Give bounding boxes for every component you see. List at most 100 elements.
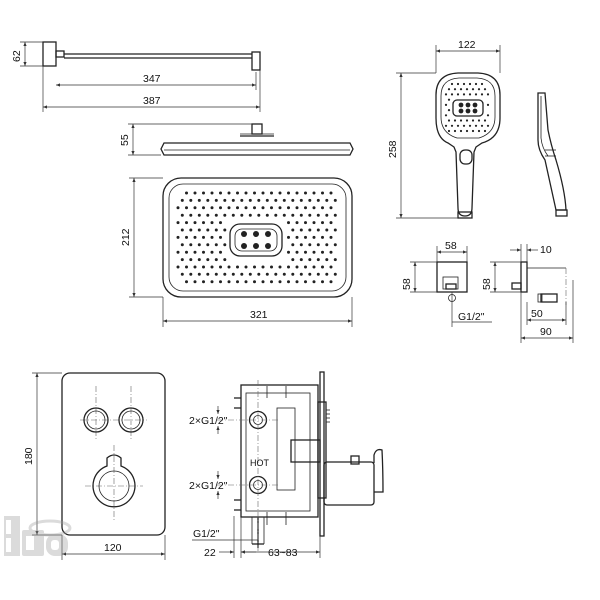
nozzle-dot — [274, 198, 278, 202]
nozzle-dot — [459, 119, 463, 122]
nozzle-dot — [474, 82, 478, 86]
head-center-panel — [229, 223, 283, 257]
nozzle-dot — [219, 206, 222, 210]
nozzle-dot — [193, 250, 197, 254]
nozzle-dot — [176, 265, 180, 269]
valve-body-side-view: 2×G1/2" HOT 2×G1/2" G1/2" 22 63~83 — [189, 371, 384, 559]
nozzle-dot — [471, 88, 475, 91]
nozzle-dot — [299, 258, 303, 262]
nozzle-dot — [325, 258, 329, 262]
nozzle-dot — [189, 258, 193, 262]
nozzle-dot — [223, 243, 227, 247]
nozzle-dot — [278, 280, 282, 284]
nozzle-dot — [325, 243, 329, 247]
nozzle-dot — [312, 250, 316, 254]
nozzle-dot — [333, 228, 337, 232]
nozzle-dot — [244, 191, 248, 195]
nozzle-dot — [210, 250, 214, 254]
nozzle-dot — [227, 265, 231, 269]
hand-nozzle-grid — [444, 82, 490, 133]
nozzle-dot — [180, 243, 184, 247]
nozzle-dot — [287, 235, 290, 239]
nozzle-dot — [223, 213, 227, 217]
nozzle-dot — [270, 265, 273, 269]
nozzle-dot — [180, 258, 184, 262]
nozzle-dot — [333, 272, 337, 276]
nozzle-dot — [465, 129, 469, 133]
nozzle-dot — [223, 198, 227, 202]
nozzle-dot — [321, 221, 324, 225]
nozzle-dot — [483, 119, 487, 122]
nozzle-dot — [444, 124, 448, 127]
nozzle-dot — [291, 198, 295, 202]
hand-shower-side-view — [537, 92, 568, 217]
nozzle-dot — [270, 206, 273, 210]
nozzle-dot — [244, 265, 248, 269]
nozzle-dot — [189, 213, 193, 217]
nozzle-dot — [308, 213, 312, 217]
nozzle-dot — [214, 243, 218, 247]
nozzle-dot — [312, 221, 316, 225]
nozzle-dot — [189, 243, 193, 247]
rain-head-side-view: 55 — [119, 123, 354, 156]
nozzle-dot — [202, 280, 205, 284]
brand-logo — [4, 516, 72, 556]
nozzle-dot — [333, 213, 337, 217]
nozzle-dot — [265, 213, 269, 217]
nozzle-dot — [471, 129, 475, 133]
nozzle-dot — [312, 206, 316, 210]
nozzle-dot — [261, 191, 265, 195]
nozzle-dot — [483, 88, 487, 91]
nozzle-dot — [291, 272, 295, 276]
nozzle-dot — [240, 272, 244, 276]
nozzle-dot — [447, 119, 451, 122]
nozzle-dot — [316, 228, 320, 232]
nozzle-dot — [316, 258, 320, 262]
dim-hand-width: 122 — [458, 39, 476, 51]
dim-head-width: 321 — [250, 309, 268, 321]
nozzle-dot — [444, 103, 448, 106]
nozzle-dot — [291, 258, 295, 262]
hand-center-nozzles — [458, 102, 478, 114]
nozzle-dot — [193, 206, 197, 210]
nozzle-dot — [236, 280, 239, 284]
nozzle-dot — [253, 191, 256, 195]
nozzle-dot — [444, 93, 448, 96]
nozzle-dot — [206, 213, 210, 217]
nozzle-dot — [185, 206, 188, 210]
nozzle-dot — [236, 265, 239, 269]
nozzle-dot — [450, 82, 454, 86]
nozzle-dot — [210, 280, 214, 284]
nozzle-dot — [329, 250, 333, 254]
nozzle-dot — [231, 272, 235, 276]
nozzle-dot — [210, 191, 214, 195]
nozzle-dot — [278, 191, 282, 195]
nozzle-dot — [295, 265, 299, 269]
nozzle-dot — [333, 198, 337, 202]
nozzle-dot — [456, 93, 460, 96]
shower-arm-view: 62 347 387 — [11, 41, 261, 112]
nozzle-dot — [325, 198, 329, 202]
nozzle-dot — [287, 250, 290, 254]
nozzle-dot — [295, 221, 299, 225]
outlet-side-plate — [520, 261, 528, 293]
dim-arm-height: 62 — [11, 50, 23, 62]
nozzle-dot — [447, 98, 451, 101]
nozzle-dot — [456, 82, 460, 86]
nozzle-dot — [312, 280, 316, 284]
nozzle-dot — [223, 228, 227, 232]
nozzle-dot — [185, 280, 188, 284]
nozzle-dot — [193, 265, 197, 269]
nozzle-dot — [278, 265, 282, 269]
nozzle-dot — [210, 265, 214, 269]
nozzle-dot — [270, 191, 273, 195]
nozzle-dot — [453, 119, 457, 122]
arm-wall-flange — [42, 41, 57, 67]
nozzle-dot — [210, 221, 214, 225]
nozzle-dot — [214, 228, 218, 232]
nozzle-dot — [219, 250, 222, 254]
nozzle-dot — [304, 265, 307, 269]
outlet-side-connector — [540, 293, 558, 303]
nozzle-dot — [227, 191, 231, 195]
nozzle-dot — [486, 103, 490, 106]
